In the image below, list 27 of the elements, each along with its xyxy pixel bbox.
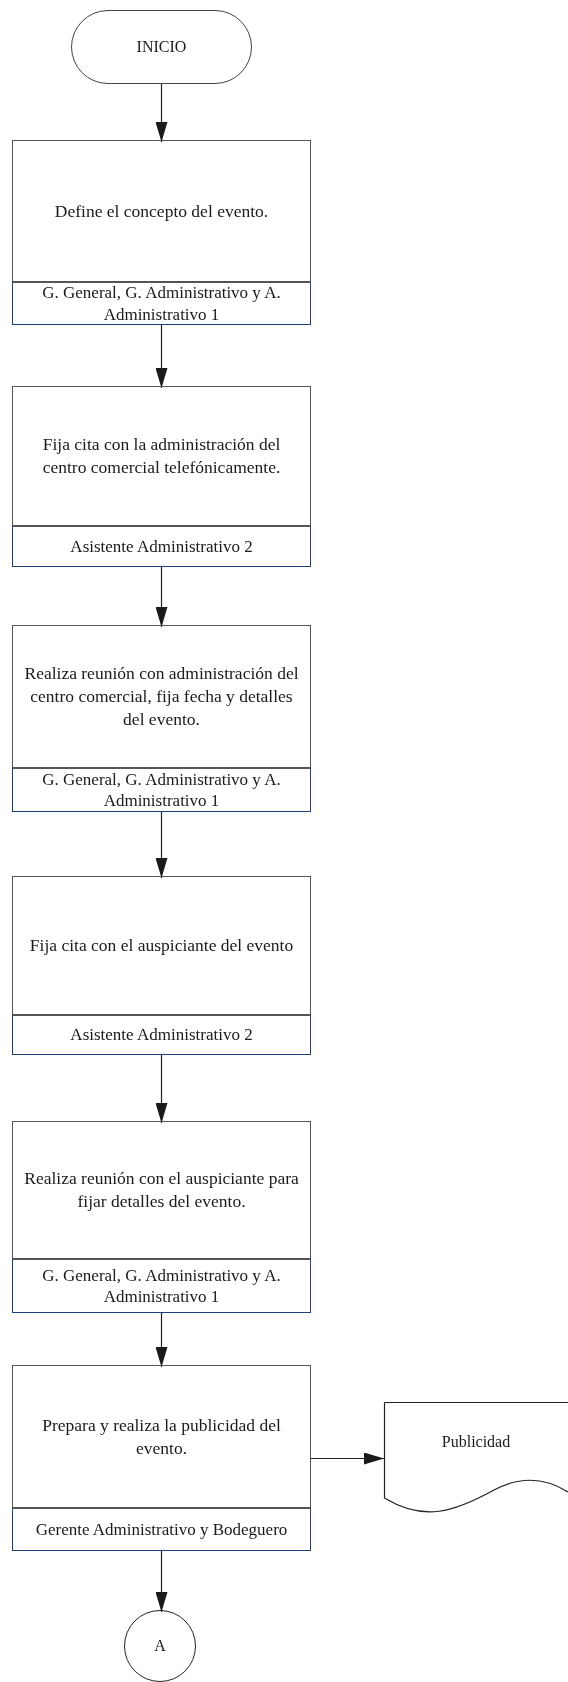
responsible-label: Gerente Administrativo y Bodeguero <box>12 1507 311 1551</box>
arrow <box>155 1054 168 1124</box>
arrow <box>155 811 168 879</box>
arrow <box>155 324 168 389</box>
process-box <box>12 1121 311 1313</box>
process-text: Define el concepto del evento. <box>12 141 311 281</box>
process-text: Fija cita con la administración del centro comercial telefónicamente. <box>12 387 311 525</box>
responsible-label: G. General, G. Administrativo y A. Administrativo 1 <box>12 1258 311 1313</box>
process-box <box>12 1365 311 1551</box>
responsible-label: G. General, G. Administrativo y A. Administrativo 1 <box>12 767 311 812</box>
document-label: Publicidad <box>440 1432 512 1452</box>
arrow <box>310 1452 385 1465</box>
process-text: Fija cita con el auspiciante del evento <box>12 877 311 1014</box>
process-box <box>12 625 311 812</box>
process-text: Prepara y realiza la publicidad del evento. <box>12 1366 311 1507</box>
arrow <box>155 1312 168 1368</box>
process-text: Realiza reunión con el auspiciante para fijar detalles del evento. <box>12 1122 311 1258</box>
process-box <box>12 140 311 325</box>
responsible-label: Asistente Administrativo 2 <box>12 525 311 567</box>
process-text: Realiza reunión con administración del centro comercial, fija fecha y detalles del evento. <box>12 626 311 767</box>
responsible-label: G. General, G. Administrativo y A. Administrativo 1 <box>12 281 311 325</box>
arrow <box>155 1550 168 1613</box>
process-box <box>12 386 311 567</box>
responsible-label: Asistente Administrativo 2 <box>12 1014 311 1055</box>
process-box <box>12 876 311 1055</box>
arrow <box>155 566 168 628</box>
arrow <box>155 83 168 143</box>
